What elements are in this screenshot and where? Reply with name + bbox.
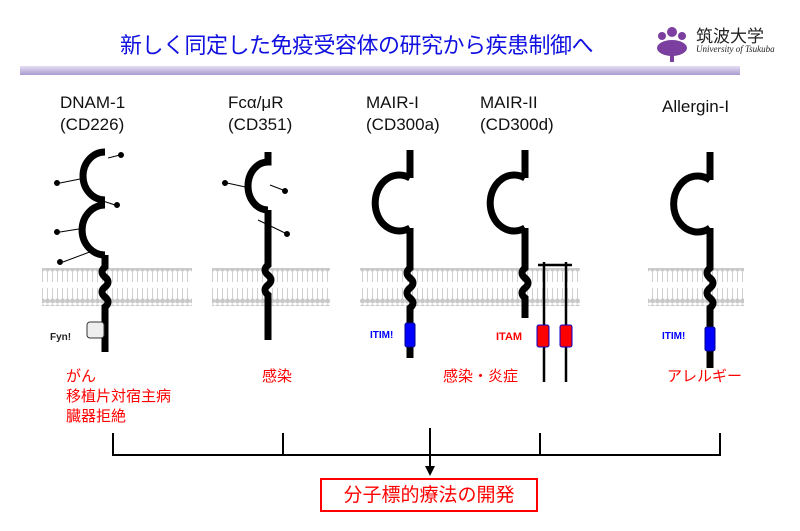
receptor-label-fcamr: Fcα/μR(CD351) bbox=[228, 93, 293, 134]
itam-box bbox=[536, 324, 550, 348]
disease-list-dnam1: がん移植片対宿主病臓器拒絶 bbox=[66, 367, 172, 425]
disease-mair: 感染・炎症 bbox=[443, 367, 519, 385]
itam-label: ITAM bbox=[496, 331, 523, 343]
receptor-allergin1 bbox=[670, 152, 717, 368]
membrane bbox=[42, 268, 192, 306]
title-divider bbox=[20, 66, 740, 75]
receptor-mair1 bbox=[371, 150, 417, 358]
receptor-label-allergin1: Allergin-I bbox=[662, 97, 730, 116]
disease-fcamr: 感染 bbox=[262, 367, 293, 385]
itim-box bbox=[404, 322, 416, 348]
adapter-dap12 bbox=[538, 262, 572, 382]
receptor-label-dnam1: DNAM-1(CD226) bbox=[60, 93, 126, 134]
itam-box bbox=[559, 324, 573, 348]
receptor-mair2 bbox=[486, 150, 532, 318]
logo-text-jp: 筑波大学 bbox=[696, 27, 764, 47]
itim-label: ITIM! bbox=[662, 331, 686, 342]
cell-membranes bbox=[42, 268, 744, 306]
itim-box bbox=[704, 326, 716, 352]
glycan-sites bbox=[54, 152, 290, 265]
membrane bbox=[360, 268, 580, 306]
slide-title: 新しく同定した免疫受容体の研究から疾患制御へ bbox=[120, 34, 594, 59]
receptor-dnam1 bbox=[78, 148, 112, 352]
membrane bbox=[648, 268, 744, 306]
receptor-label-mair2: MAIR-II(CD300d) bbox=[480, 93, 554, 134]
fyn-box bbox=[86, 321, 105, 339]
convergence-bracket bbox=[112, 428, 721, 468]
receptor-label-mair1: MAIR-I(CD300a) bbox=[366, 93, 440, 134]
receptor-fcamr bbox=[244, 152, 275, 340]
arrow-down-icon bbox=[425, 466, 435, 476]
logo-text-en: University of Tsukuba bbox=[696, 44, 775, 54]
paulownia-crest-icon bbox=[657, 27, 687, 62]
fyn-label: Fyn! bbox=[50, 332, 72, 343]
university-logo: 筑波大学 University of Tsukuba bbox=[652, 22, 792, 62]
disease-allergin1: アレルギー bbox=[667, 367, 743, 385]
itim-label: ITIM! bbox=[370, 330, 394, 341]
outcome-box: 分子標的療法の開発 bbox=[320, 478, 538, 512]
